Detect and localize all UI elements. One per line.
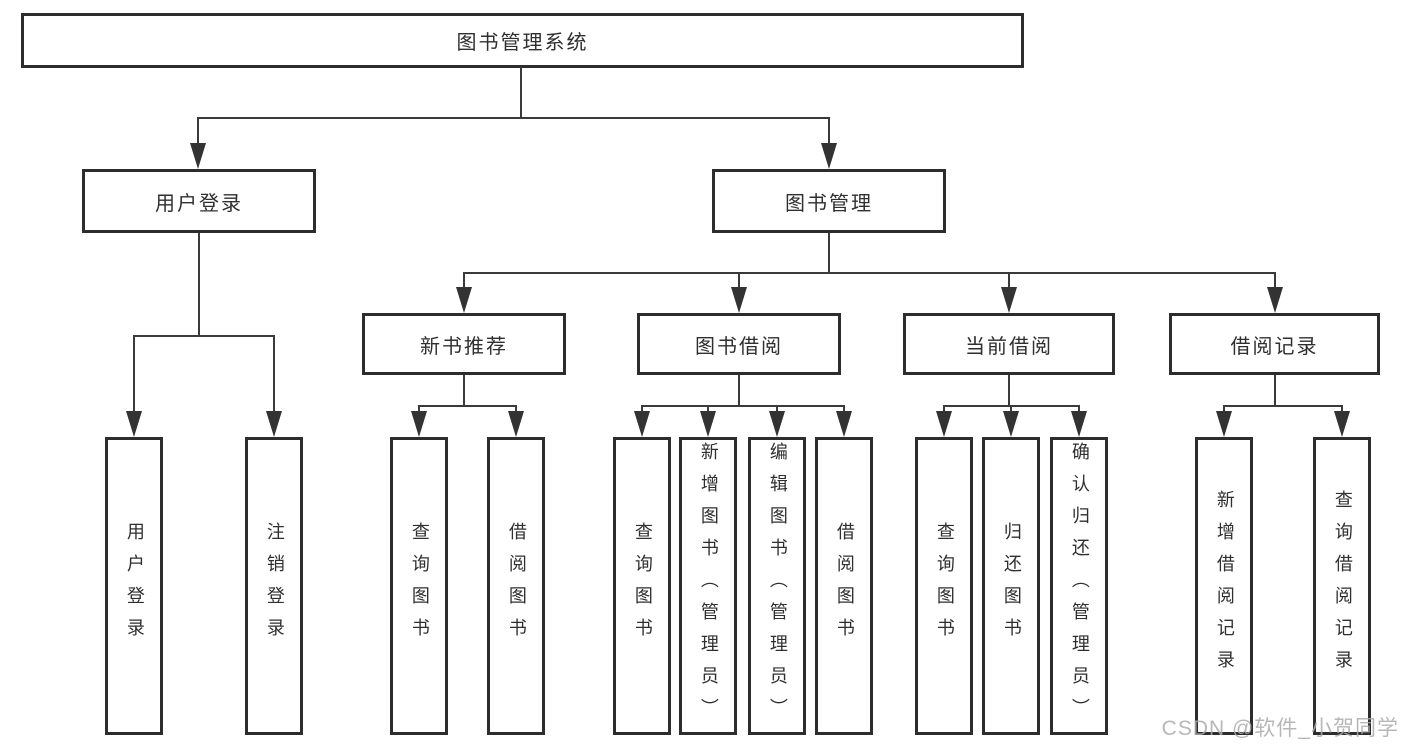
leaf-label: 用户登录	[124, 522, 145, 650]
connector-line	[133, 335, 135, 412]
connector-line	[1223, 405, 1343, 407]
arrow-down-icon	[411, 411, 427, 437]
connector-line	[828, 117, 830, 144]
arrow-down-icon	[126, 411, 142, 437]
connector-line	[843, 405, 845, 412]
leaf-label: 注销登录	[264, 522, 285, 650]
connector-line	[463, 272, 465, 288]
arrow-down-icon	[1001, 287, 1017, 313]
leaf-label: 借阅图书	[506, 522, 527, 650]
connector-line	[197, 117, 830, 119]
arrow-down-icon	[1003, 411, 1019, 437]
leaf-confirm-return-admin: 确认归还（管理员）	[1050, 437, 1108, 735]
node-library-system: 图书管理系统	[21, 13, 1024, 68]
leaf-borrow-books-recommend: 借阅图书	[487, 437, 545, 735]
leaf-label: 查询图书	[409, 522, 430, 650]
leaf-query-books: 查询图书	[613, 437, 671, 735]
connector-line	[418, 405, 517, 407]
connector-line	[776, 405, 778, 412]
connector-line	[738, 272, 740, 288]
connector-line	[133, 335, 275, 337]
connector-line	[641, 405, 845, 407]
arrow-down-icon	[1267, 287, 1283, 313]
connector-line	[197, 117, 199, 144]
leaf-query-books-recommend: 查询图书	[390, 437, 448, 735]
arrow-down-icon	[936, 411, 952, 437]
node-book-management: 图书管理	[712, 169, 946, 233]
arrow-down-icon	[266, 411, 282, 437]
connector-line	[943, 405, 945, 412]
leaf-logout: 注销登录	[245, 437, 303, 735]
leaf-edit-books-admin: 编辑图书（管理员）	[748, 437, 806, 735]
arrow-down-icon	[1216, 411, 1232, 437]
connector-line	[1341, 405, 1343, 412]
leaf-label: 查询图书	[632, 522, 653, 650]
leaf-label: 查询图书	[934, 522, 955, 650]
leaf-borrow-books: 借阅图书	[815, 437, 873, 735]
leaf-return-books: 归还图书	[982, 437, 1040, 735]
connector-line	[1274, 375, 1276, 407]
connector-line	[1223, 405, 1225, 412]
leaf-add-borrow-record: 新增借阅记录	[1195, 437, 1253, 735]
arrow-down-icon	[456, 287, 472, 313]
connector-line	[520, 67, 522, 118]
leaf-label: 新增图书（管理员）	[698, 442, 719, 730]
connector-line	[1010, 405, 1012, 412]
connector-line	[1274, 272, 1276, 288]
connector-line	[641, 405, 643, 412]
connector-line	[273, 335, 275, 412]
arrow-down-icon	[769, 411, 785, 437]
leaf-query-borrow-record: 查询借阅记录	[1313, 437, 1371, 735]
node-current-borrowing: 当前借阅	[903, 313, 1115, 375]
leaf-label: 归还图书	[1001, 522, 1022, 650]
connector-line	[198, 233, 200, 337]
node-new-book-recommend: 新书推荐	[362, 313, 566, 375]
csdn-watermark: CSDN @软件_小贺同学	[1161, 717, 1399, 740]
arrow-down-icon	[190, 143, 206, 169]
arrow-down-icon	[836, 411, 852, 437]
connector-line	[828, 233, 830, 274]
arrow-down-icon	[634, 411, 650, 437]
node-user-login: 用户登录	[82, 169, 316, 233]
arrow-down-icon	[1071, 411, 1087, 437]
leaf-user-login: 用户登录	[105, 437, 163, 735]
arrow-down-icon	[508, 411, 524, 437]
leaf-label: 查询借阅记录	[1332, 490, 1353, 682]
leaf-query-current: 查询图书	[915, 437, 973, 735]
node-book-borrowing: 图书借阅	[637, 313, 841, 375]
connector-line	[1008, 375, 1010, 407]
connector-line	[738, 375, 740, 407]
node-borrow-records: 借阅记录	[1169, 313, 1380, 375]
leaf-label: 确认归还（管理员）	[1069, 442, 1090, 730]
connector-line	[515, 405, 517, 412]
connector-line	[1008, 272, 1010, 288]
arrow-down-icon	[1334, 411, 1350, 437]
connector-line	[463, 375, 465, 407]
arrow-down-icon	[821, 143, 837, 169]
leaf-label: 编辑图书（管理员）	[767, 442, 788, 730]
arrow-down-icon	[700, 411, 716, 437]
arrow-down-icon	[731, 287, 747, 313]
leaf-label: 借阅图书	[834, 522, 855, 650]
connector-line	[707, 405, 709, 412]
connector-line	[463, 272, 1276, 274]
connector-line	[1078, 405, 1080, 412]
leaf-label: 新增借阅记录	[1214, 490, 1235, 682]
leaf-add-books-admin: 新增图书（管理员）	[679, 437, 737, 735]
connector-line	[418, 405, 420, 412]
